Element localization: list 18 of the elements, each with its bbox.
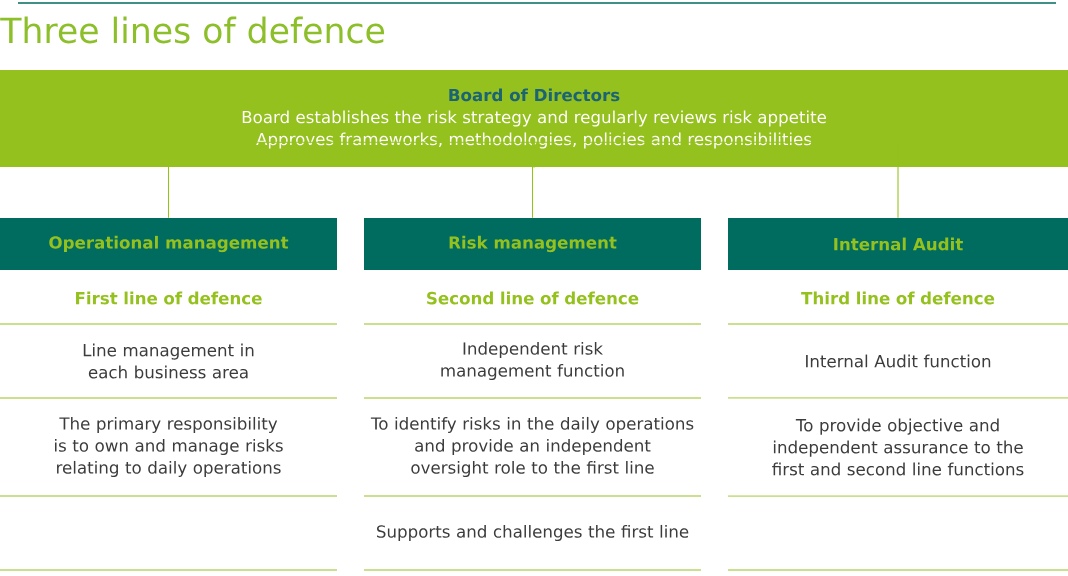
cell-text: To identify risks in the daily operations and provide an independent oversight role to the first line: [370, 416, 694, 478]
cell-text: Supports and challenges the first line: [377, 524, 689, 542]
cell-text: Independent risk management function: [441, 341, 624, 381]
cell-text: Line management in each business area: [83, 343, 254, 379]
header-box: Operational management: [0, 218, 337, 270]
cell-text: The primary responsibility is to own and manage risks relating to daily operations: [55, 416, 283, 478]
line-label: Third line of defence: [801, 291, 995, 305]
line-label: Second line of defence: [427, 291, 639, 305]
connector-line: [167, 141, 535, 219]
line-label: First line of defence: [76, 291, 262, 305]
header-box: Internal Audit: [728, 218, 1068, 270]
title: Three lines of defence: [0, 16, 385, 44]
board-box: Board of Directors Board establishes the risk strategy and regularly reviews risk appetite Approves frameworks, methodologies, policies and responsibilities: [0, 70, 1068, 167]
cell-text: Internal Audit function: [806, 354, 991, 368]
connector-line: [531, 141, 535, 219]
header-box: Risk management: [364, 218, 701, 270]
connector-line: [533, 141, 899, 219]
cell-text: To provide objective and independent assurance to the first and second line functions: [772, 418, 1024, 476]
